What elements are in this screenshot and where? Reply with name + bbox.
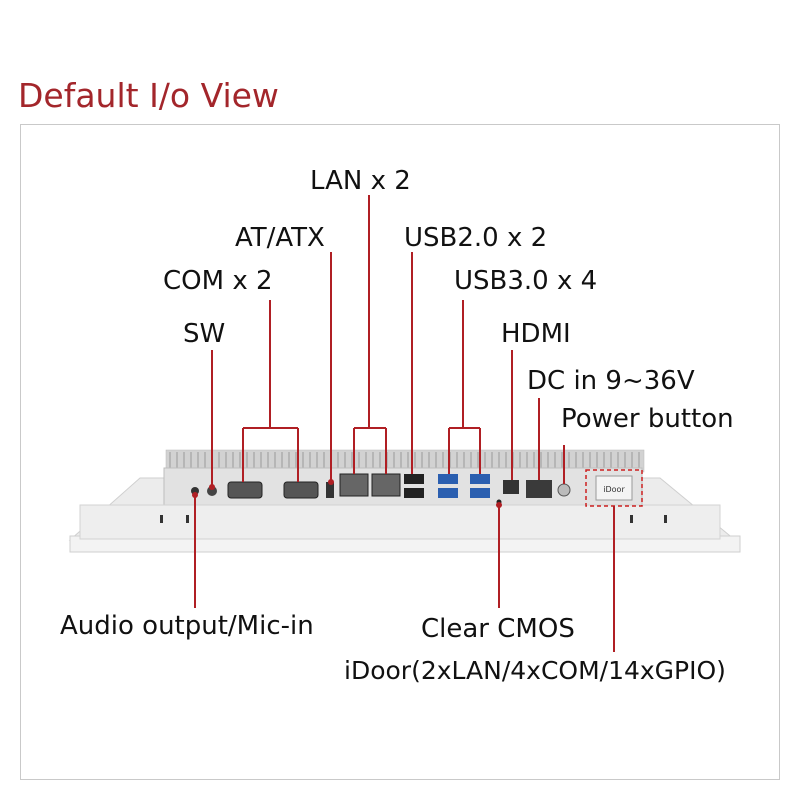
io-panel-lower	[79, 504, 721, 540]
page-title: Default I/o View	[18, 76, 279, 115]
dc-in-connector	[526, 480, 552, 498]
label-dc-in: DC in 9~36V	[527, 366, 695, 396]
mount-marks	[160, 515, 667, 523]
hdmi-port	[503, 480, 519, 494]
at-atx-switch	[326, 482, 334, 498]
label-audio: Audio output/Mic-in	[60, 611, 314, 641]
leader-dots	[192, 479, 502, 508]
usb2-port-1	[404, 474, 424, 484]
usb2-port-2	[404, 488, 424, 498]
label-lan: LAN x 2	[310, 166, 411, 196]
label-hdmi: HDMI	[501, 319, 571, 349]
label-usb2: USB2.0 x 2	[404, 223, 548, 253]
label-usb3: USB3.0 x 4	[454, 266, 598, 296]
label-idoor: iDoor(2xLAN/4xCOM/14xGPIO)	[344, 656, 726, 685]
usb3-port-3	[470, 474, 490, 484]
leader-lan	[353, 195, 387, 474]
idoor-slot	[595, 475, 633, 501]
label-sw: SW	[183, 319, 226, 349]
label-clear-cmos: Clear CMOS	[421, 614, 575, 644]
label-at-atx: AT/ATX	[235, 223, 325, 253]
usb3-port-1	[438, 474, 458, 484]
leader-lines	[194, 195, 615, 652]
lan-port-2	[371, 473, 401, 497]
idoor-slot-text: iDoor	[603, 485, 625, 494]
label-com: COM x 2	[163, 266, 273, 296]
power-button-icon	[557, 483, 571, 497]
lan-port-1	[339, 473, 369, 497]
label-power-button: Power button	[561, 404, 734, 434]
usb3-port-2	[438, 488, 458, 498]
leader-usb3	[448, 300, 481, 474]
diagram-frame	[20, 124, 780, 780]
leader-com	[242, 300, 299, 482]
com-port-2	[283, 481, 319, 499]
usb3-port-4	[470, 488, 490, 498]
com-port-1	[227, 481, 263, 499]
